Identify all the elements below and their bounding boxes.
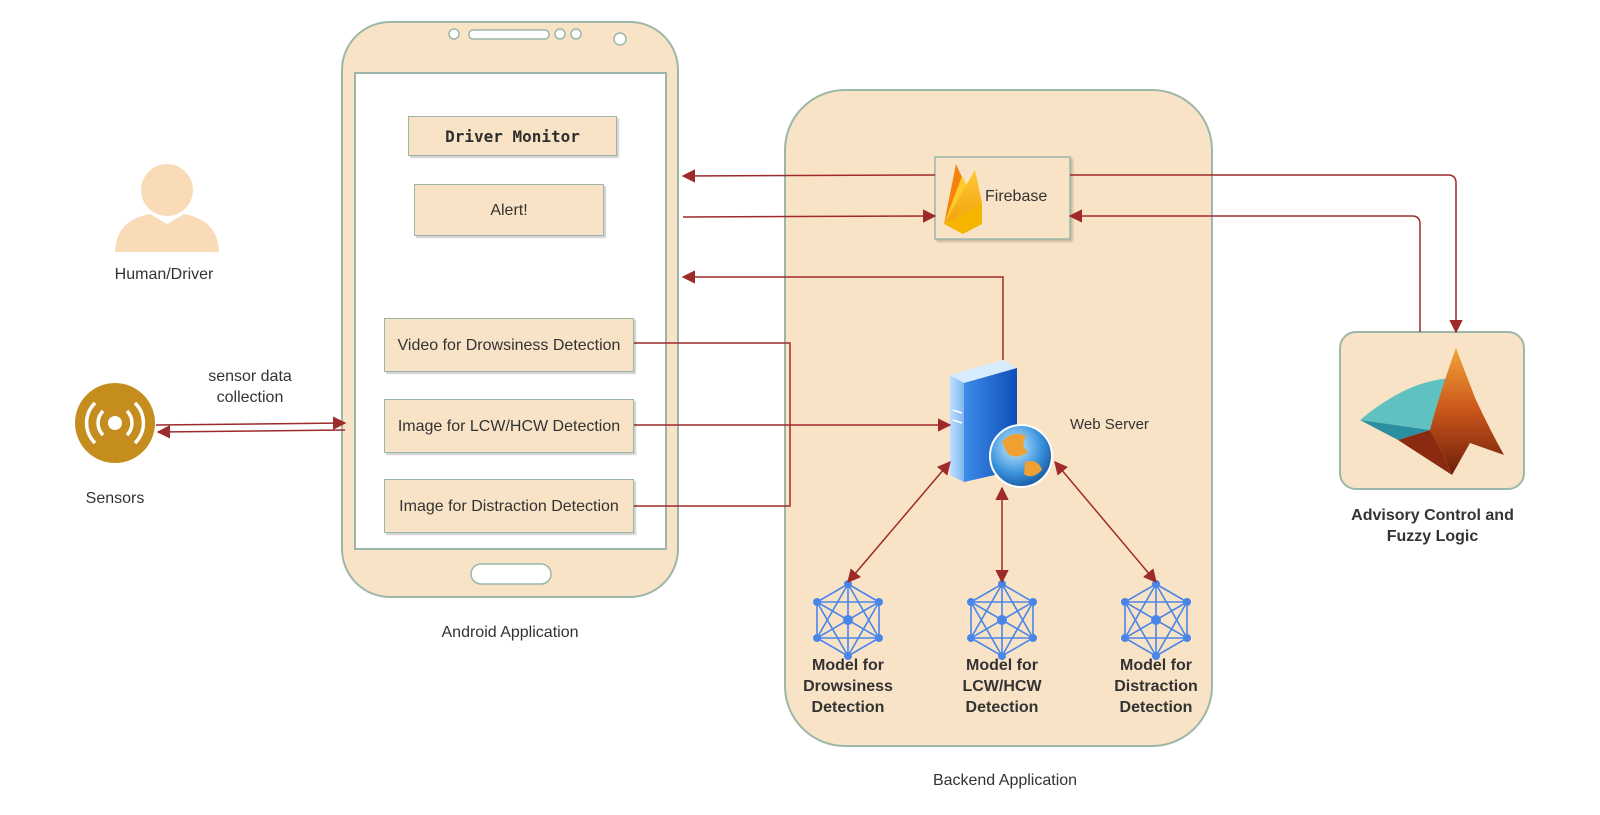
model-label-lcw-hcw: Model for LCW/HCW Detection — [962, 657, 1042, 716]
backend-caption: Backend Application — [932, 772, 1078, 789]
sensor-icon — [75, 383, 155, 463]
app-to-firebase-arrow — [682, 209, 937, 223]
firebase-node — [934, 156, 1071, 240]
alert-box: Alert! — [414, 184, 604, 236]
input-box-distraction: Image for Distraction Detection — [384, 479, 634, 533]
firebase-label: Firebase — [985, 188, 1048, 205]
firebase-to-advisory-arrow — [1070, 174, 1463, 334]
server-to-app-arrow — [681, 270, 1004, 360]
firebase-to-app-arrow — [681, 169, 936, 183]
model-label-drowsiness: Model for Drowsiness Detection — [803, 657, 893, 716]
sensors-label: Sensors — [85, 490, 145, 507]
drowsiness-model-icon — [813, 580, 883, 660]
connectors — [155, 169, 1463, 584]
app-to-sensor-arrow — [156, 425, 346, 439]
android-caption: Android Application — [441, 624, 579, 641]
sensor-edge-label: sensor data collection — [208, 368, 292, 406]
matlab-peaks-icon — [1360, 348, 1504, 475]
advisory-control-node — [1339, 331, 1525, 490]
input-box-drowsiness: Video for Drowsiness Detection — [384, 318, 634, 372]
human-driver-icon — [115, 164, 219, 252]
web-server-icon — [950, 360, 1053, 488]
web-server-label: Web Server — [1070, 416, 1149, 433]
server-drowsiness-model-arrow — [847, 460, 951, 584]
firebase-icon — [944, 164, 982, 234]
driver-monitor-title: Driver Monitor — [408, 116, 617, 156]
human-driver-label: Human/Driver — [114, 266, 214, 283]
model-label-distraction: Model for Distraction Detection — [1114, 657, 1198, 716]
distraction-model-icon — [1121, 580, 1191, 660]
sensor-to-app-arrow — [155, 416, 347, 430]
advisory-to-firebase-arrow — [1068, 209, 1421, 332]
server-distraction-model-arrow — [1054, 460, 1157, 584]
lcw-hcw-model-icon — [967, 580, 1037, 660]
advisory-label: Advisory Control and Fuzzy Logic — [1351, 507, 1514, 545]
input-box-lcw-hcw: Image for LCW/HCW Detection — [384, 399, 634, 453]
